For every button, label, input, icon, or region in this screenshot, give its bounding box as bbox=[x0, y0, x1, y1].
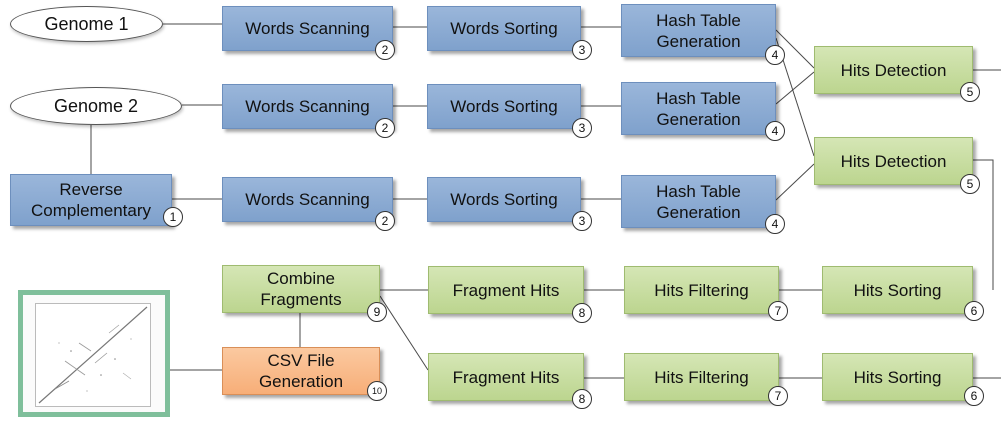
node-label: Hits Detection bbox=[840, 151, 947, 171]
hits-detection-node: Hits Detection bbox=[814, 46, 973, 94]
step-badge: 3 bbox=[572, 118, 592, 138]
hits-sorting-node: Hits Sorting bbox=[822, 266, 973, 314]
words-scanning-node: Words Scanning bbox=[222, 177, 393, 222]
step-badge: 10 bbox=[367, 381, 387, 401]
step-badge: 4 bbox=[765, 45, 785, 65]
step-badge: 5 bbox=[960, 82, 980, 102]
step-badge: 4 bbox=[765, 121, 785, 141]
words-scanning-node: Words Scanning bbox=[222, 6, 393, 51]
genome1-input: Genome 1 bbox=[10, 6, 163, 42]
edge-hash2-detectA bbox=[775, 71, 815, 105]
node-label: Hits Sorting bbox=[853, 367, 942, 387]
step-badge: 7 bbox=[768, 301, 788, 321]
fragment-hits-node: Fragment Hits bbox=[428, 353, 584, 401]
node-label: Reverse Complementary bbox=[31, 180, 151, 220]
node-label: Fragment Hits bbox=[452, 280, 560, 300]
step-badge: 2 bbox=[375, 211, 395, 231]
hash-table-node: Hash Table Generation bbox=[621, 4, 776, 57]
fragment-hits-node: Fragment Hits bbox=[428, 266, 584, 314]
node-label: Hash Table Generation bbox=[656, 10, 741, 51]
node-label: Hash Table Generation bbox=[656, 88, 741, 129]
node-label: Words Scanning bbox=[245, 190, 370, 209]
dotplot-graphic bbox=[35, 303, 151, 407]
step-badge: 4 bbox=[765, 214, 785, 234]
dotplot-thumbnail bbox=[18, 290, 170, 417]
step-badge: 2 bbox=[375, 118, 395, 138]
step-badge: 5 bbox=[960, 174, 980, 194]
node-label: Hash Table Generation bbox=[656, 181, 741, 222]
step-badge: 3 bbox=[572, 211, 592, 231]
node-label: Words Scanning bbox=[245, 19, 370, 38]
step-badge: 6 bbox=[964, 386, 984, 406]
node-label: Words Sorting bbox=[450, 190, 558, 209]
edge-hash1-detectA bbox=[775, 29, 815, 69]
node-label: Hits Filtering bbox=[654, 367, 749, 387]
words-sorting-node: Words Sorting bbox=[427, 6, 581, 51]
step-badge: 1 bbox=[163, 207, 183, 227]
csv-generation-node: CSV File Generation bbox=[222, 347, 380, 395]
edge-fragB-combine bbox=[379, 295, 429, 371]
dotplot-image bbox=[23, 295, 165, 412]
node-label: Fragment Hits bbox=[452, 367, 560, 387]
node-label: CSV File Generation bbox=[258, 351, 344, 391]
step-badge: 8 bbox=[572, 303, 592, 323]
edge-hash3-detectB bbox=[775, 163, 815, 201]
hits-filtering-node: Hits Filtering bbox=[624, 353, 779, 401]
hash-table-node: Hash Table Generation bbox=[621, 175, 776, 228]
hits-filtering-node: Hits Filtering bbox=[624, 266, 779, 314]
node-label: Hits Detection bbox=[840, 60, 947, 80]
node-label: Hits Sorting bbox=[853, 280, 942, 300]
step-badge: 8 bbox=[572, 389, 592, 409]
hits-sorting-node: Hits Sorting bbox=[822, 353, 973, 401]
node-label: Hits Filtering bbox=[654, 280, 749, 300]
reverse-complementary-node: Reverse Complementary bbox=[10, 174, 172, 226]
genome2-input: Genome 2 bbox=[10, 87, 182, 125]
node-label: Words Sorting bbox=[450, 19, 558, 38]
node-label: Words Sorting bbox=[450, 97, 558, 116]
step-badge: 6 bbox=[964, 301, 984, 321]
step-badge: 9 bbox=[367, 302, 387, 322]
node-label: Words Scanning bbox=[245, 97, 370, 116]
words-sorting-node: Words Sorting bbox=[427, 177, 581, 222]
hits-detection-node: Hits Detection bbox=[814, 137, 973, 185]
step-badge: 7 bbox=[768, 386, 788, 406]
step-badge: 3 bbox=[572, 40, 592, 60]
combine-fragments-node: Combine Fragments bbox=[222, 265, 380, 313]
step-badge: 2 bbox=[375, 40, 395, 60]
node-label: Combine Fragments bbox=[260, 269, 342, 309]
words-sorting-node: Words Sorting bbox=[427, 84, 581, 129]
edge-detectB-sortingA bbox=[973, 159, 994, 290]
hash-table-node: Hash Table Generation bbox=[621, 82, 776, 135]
words-scanning-node: Words Scanning bbox=[222, 84, 393, 129]
